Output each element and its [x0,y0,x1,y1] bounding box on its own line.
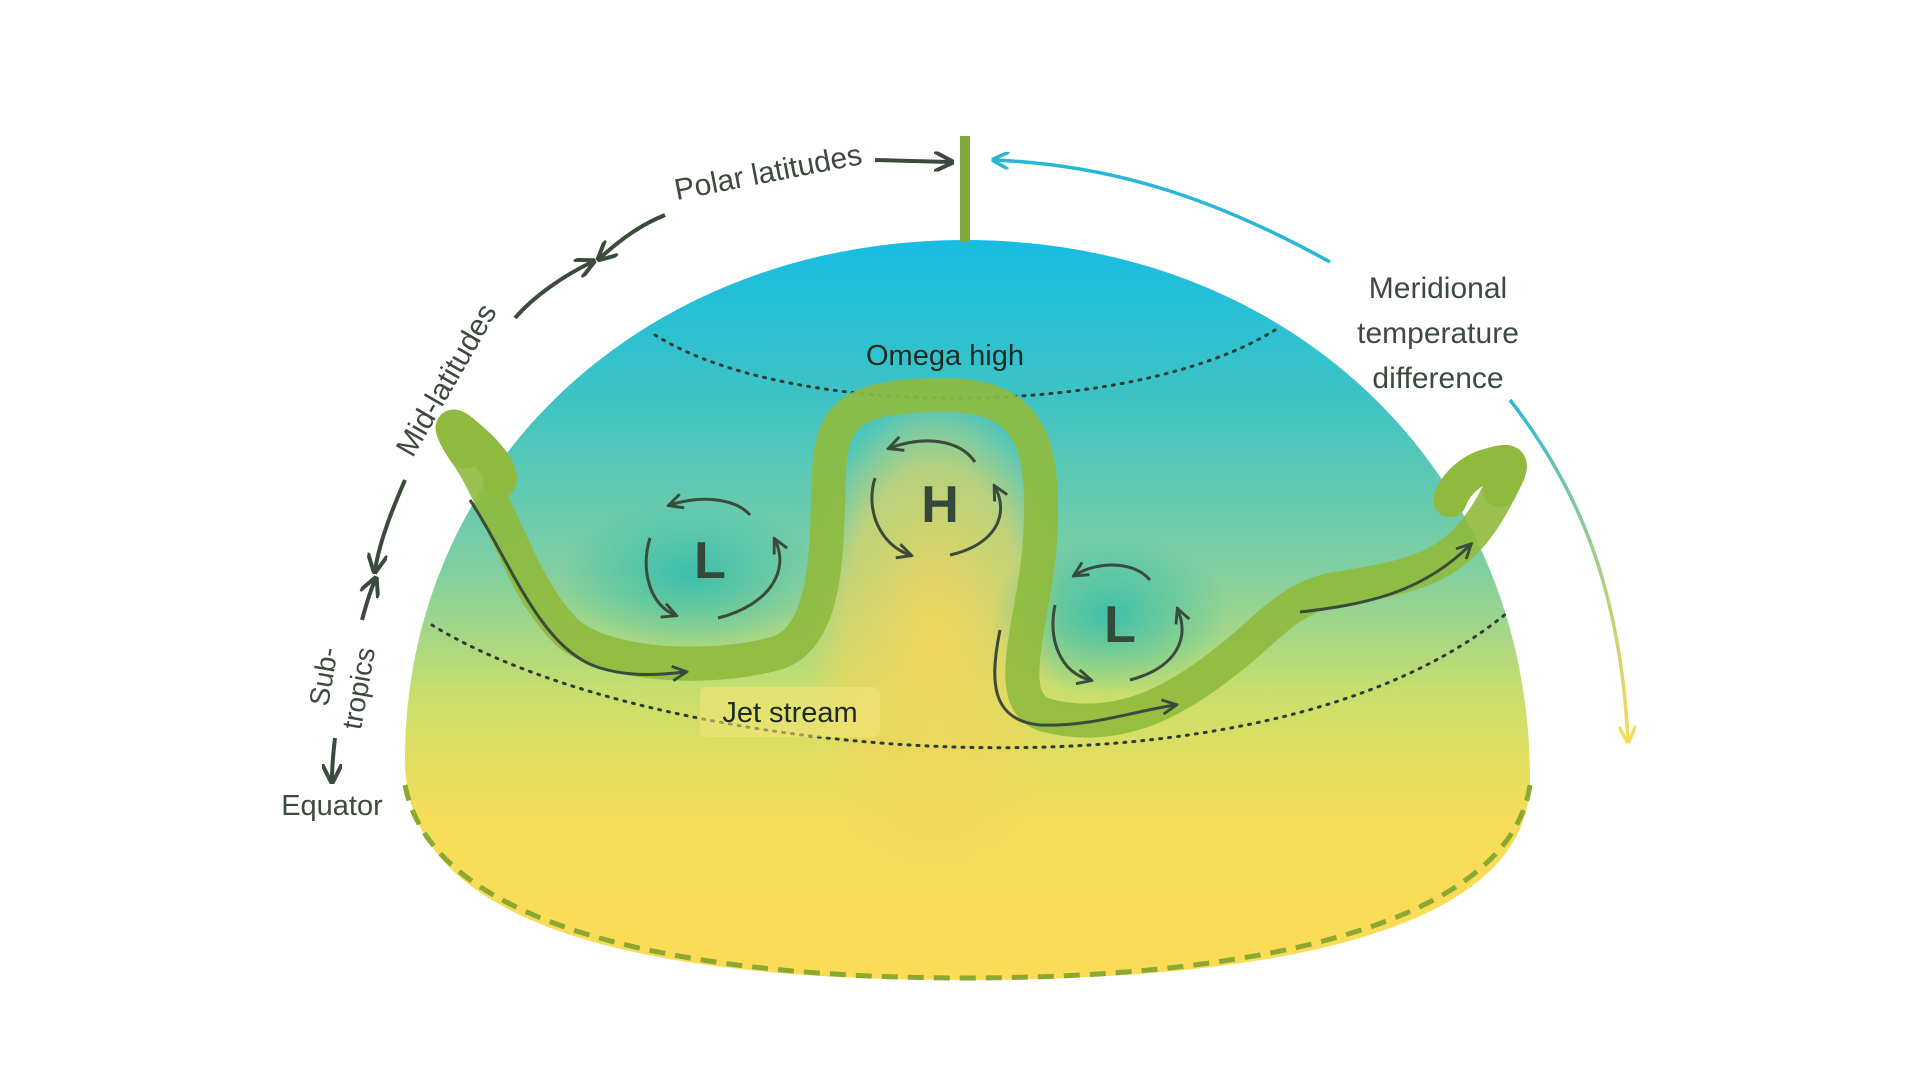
meridional-label-line3: difference [1372,362,1503,395]
equator-label: Equator [281,790,383,822]
omega-high-label: Omega high [866,340,1024,372]
pole-marker [960,136,970,242]
meridional-arrow [995,160,1628,740]
jet-stream-band [448,378,1517,738]
jet-stream-left-hook [435,409,517,497]
low-left-symbol: L [694,532,726,590]
cyclone-arrow-icon [717,540,780,620]
low-pressure-left: L [644,499,780,620]
subtropics-arrow-icon [362,580,375,621]
jet-stream-right-hook [1433,444,1527,517]
mid-arrow-icon [513,262,592,320]
cyclone-arrow-icon [1075,565,1152,582]
subtropics-arrow-icon [332,737,335,780]
cyclone-arrow-icon [670,499,752,517]
subtropic-boundary-dotted [430,610,1510,750]
high-symbol: H [921,476,959,534]
polar-latitudes-label: Polar latitudes [672,138,865,207]
high-pressure: H [870,441,1001,557]
meridional-label-line2: temperature [1357,317,1519,350]
low-pressure-right: L [1051,565,1182,682]
polar-arrow-icon [600,213,666,258]
mid-arrow-icon [375,479,407,570]
jet-flow-arrow-right [1299,545,1470,614]
latitude-scale [332,160,950,780]
jet-stream [435,378,1527,738]
cyclone-arrow-icon [644,537,675,615]
cool-trough-left [560,500,820,650]
jet-flow-arrow-middle [993,629,1175,727]
cyclone-arrow-icon [1051,604,1090,680]
anticyclone-arrow-icon [949,487,1001,557]
polar-arrow-icon [874,160,950,162]
meridional-arrow-cyan [995,160,1331,264]
low-right-symbol: L [1104,596,1136,654]
jet-stream-label-bg [700,687,880,737]
anticyclone-arrow-icon [870,477,910,555]
jet-stream-label: Jet stream [722,697,857,729]
equator-dashed-rim [402,784,1533,981]
subtropics-label-line1: Sub- [303,645,344,709]
cyclone-arrow-icon [1129,610,1182,682]
meridional-arrow-yellow [1508,398,1628,740]
subtropics-label-line2: tropics [336,645,381,732]
anticyclone-arrow-icon [890,441,977,463]
jet-flow-arrow-left [468,499,685,675]
meridional-label-line1: Meridional [1369,272,1507,305]
